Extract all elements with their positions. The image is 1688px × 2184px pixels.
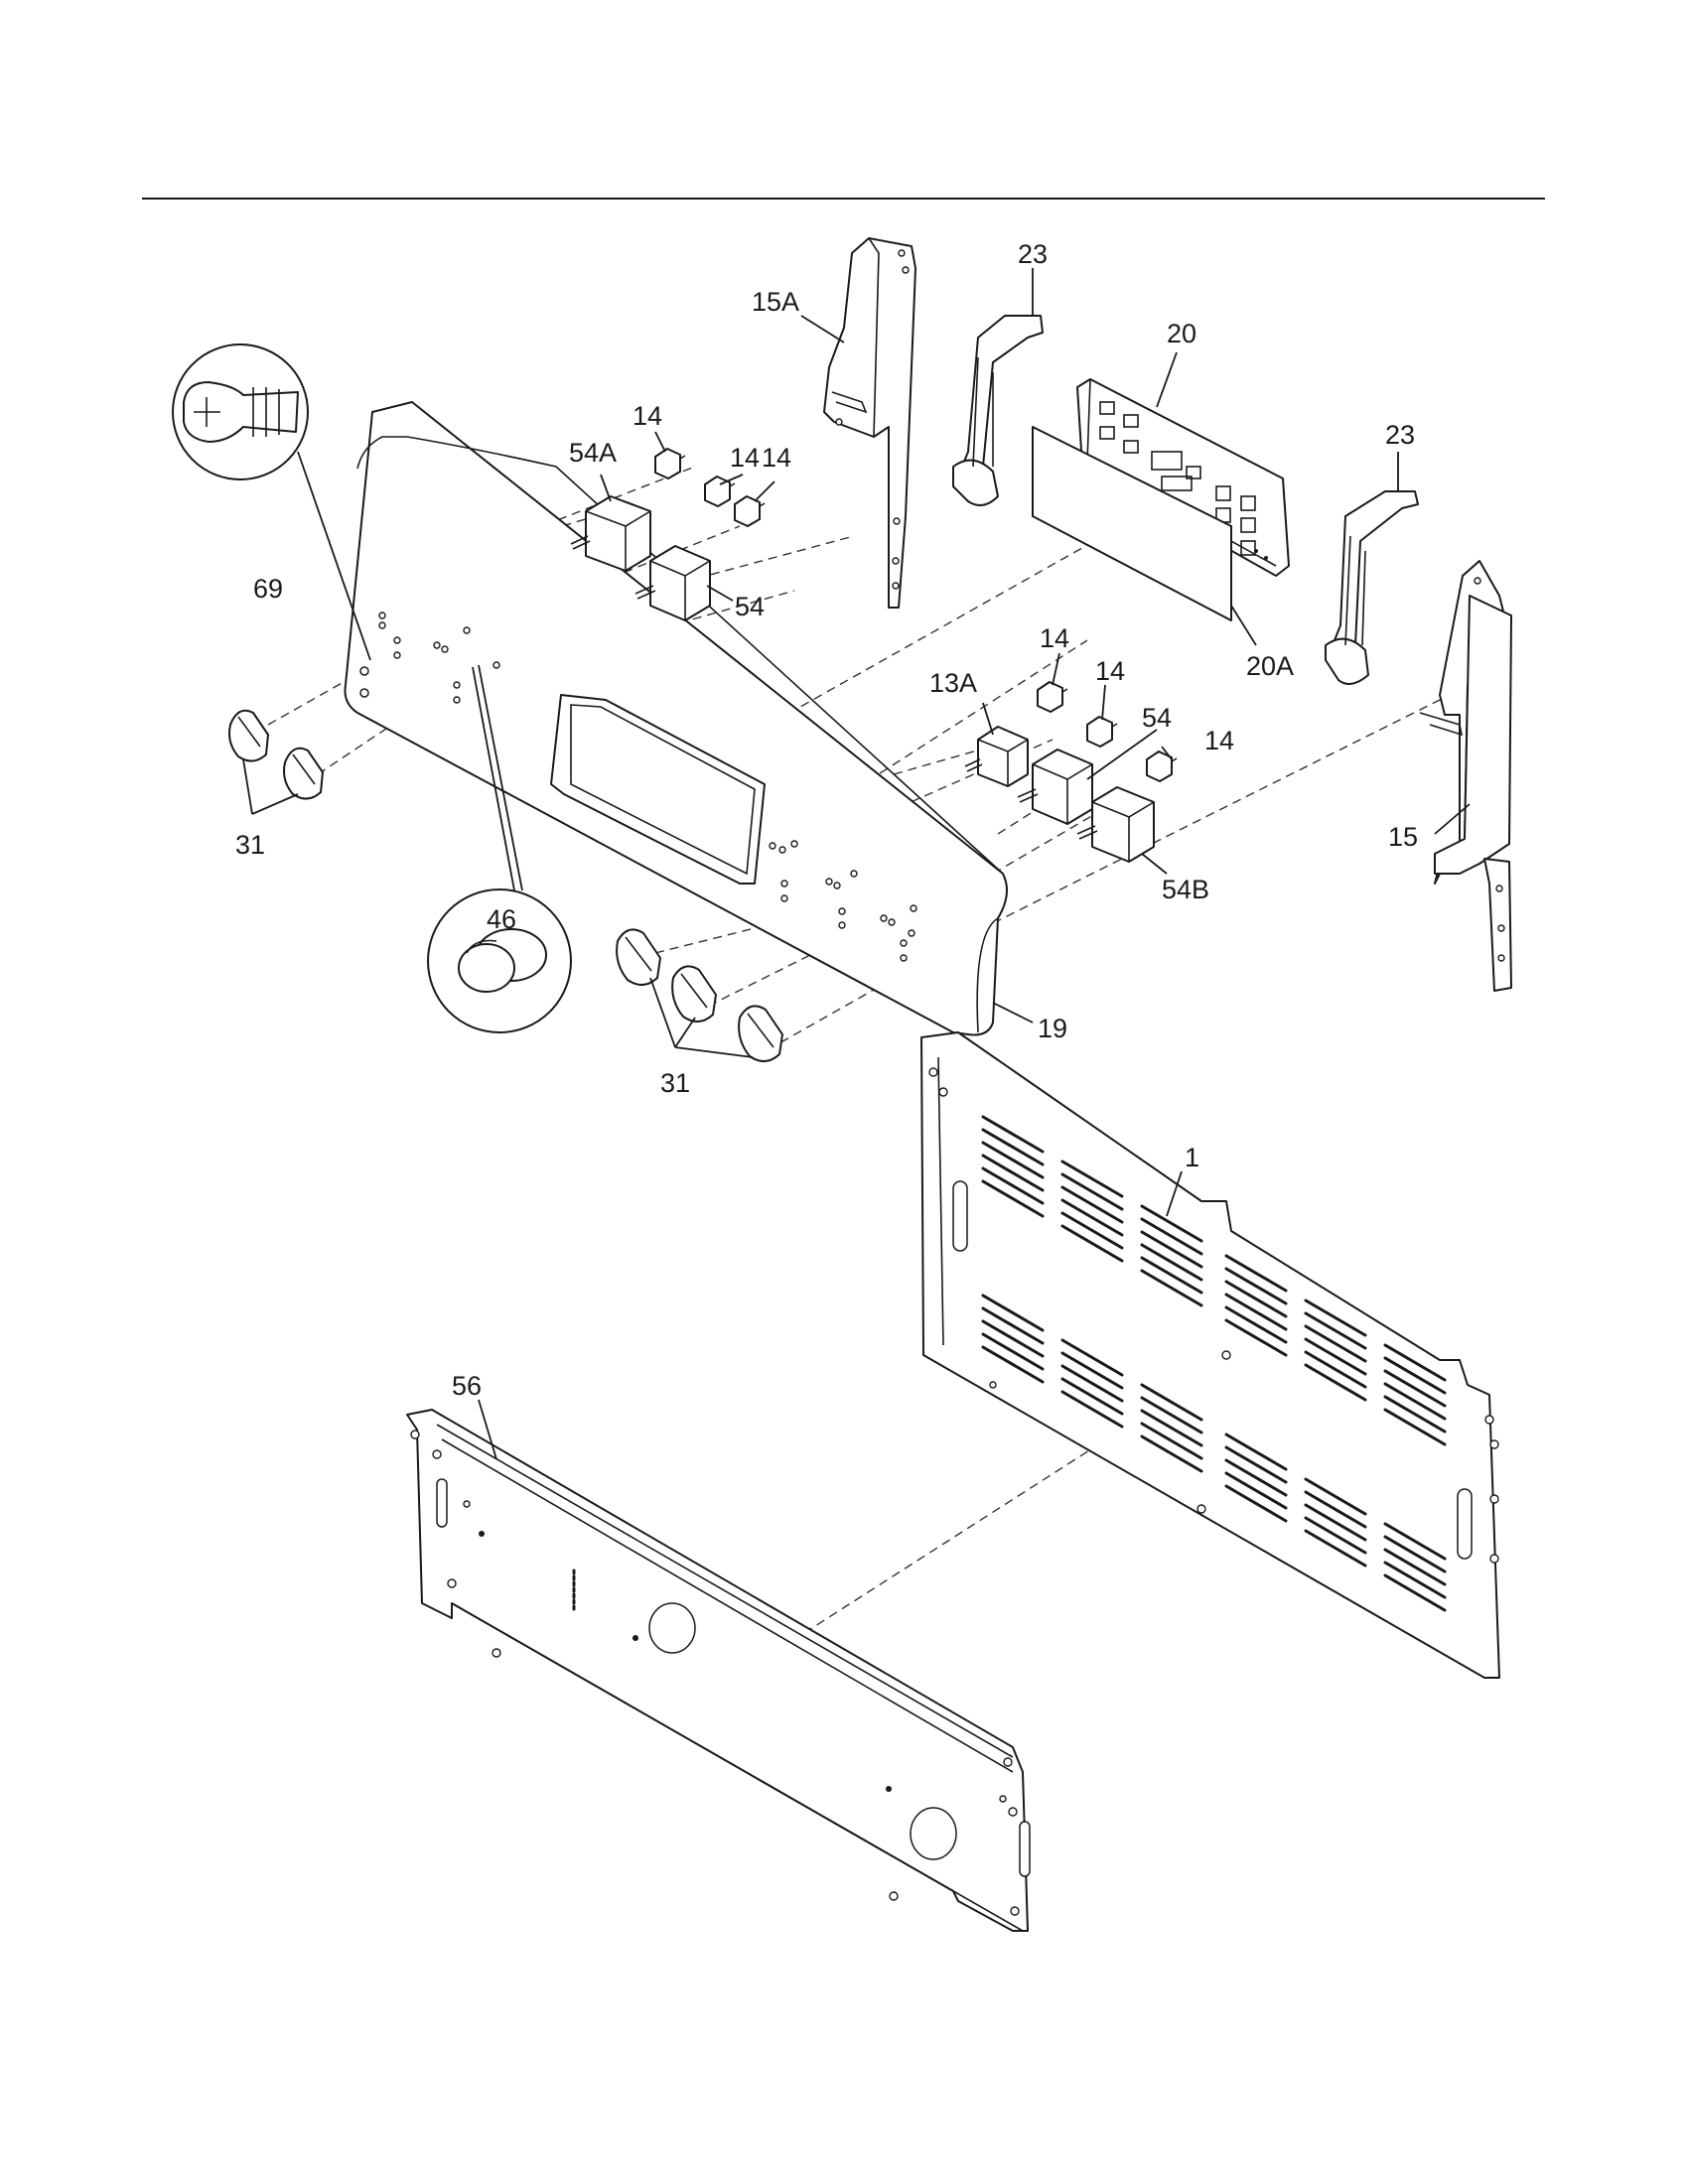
callout-19: 19 (1038, 1014, 1067, 1043)
detail-circle-46 (427, 664, 572, 1033)
trim-bracket-23-right (1325, 490, 1419, 685)
callout-54-left: 54 (735, 592, 765, 621)
indicator-light-14-e (1086, 716, 1118, 748)
leader-lines (242, 268, 1471, 1460)
callout-14-c: 14 (762, 443, 791, 473)
callout-15: 15 (1388, 822, 1418, 852)
callout-13a: 13A (929, 668, 977, 698)
callout-54a: 54A (569, 438, 617, 468)
indicator-light-14-f (1146, 751, 1178, 782)
callout-69: 69 (253, 574, 283, 604)
back-panel-56 (406, 1409, 1031, 1932)
callout-1: 1 (1185, 1143, 1199, 1172)
callout-14-e: 14 (1095, 656, 1125, 686)
overlay-20a (1032, 426, 1232, 621)
callout-14-d: 14 (1040, 623, 1069, 653)
infinite-switch-54b (1076, 786, 1155, 863)
side-bracket-15 (1419, 560, 1512, 992)
callout-23-right: 23 (1385, 420, 1415, 450)
indicator-lights-14 (654, 448, 1178, 782)
callout-46: 46 (487, 904, 516, 934)
callout-54b: 54B (1162, 875, 1209, 904)
back-panel-1 (920, 1031, 1500, 1679)
knobs-31-right (616, 928, 783, 1062)
callout-31-right: 31 (660, 1068, 690, 1098)
trim-bracket-23-left (952, 315, 1044, 506)
callout-23-left: 23 (1018, 239, 1048, 269)
indicator-light-14-d (1037, 681, 1068, 713)
callout-labels: 15A 23 20 23 14 54A 14 14 54 69 20A 14 1… (235, 239, 1418, 1401)
detail-circle-69 (172, 343, 371, 661)
callout-56: 56 (452, 1371, 482, 1401)
side-bracket-15a (823, 237, 916, 609)
control-panel-19 (344, 401, 1008, 1036)
switch-13a (964, 726, 1029, 787)
callout-20a: 20A (1246, 651, 1294, 681)
indicator-light-14-c (734, 495, 766, 527)
callout-14-f: 14 (1204, 726, 1234, 755)
callout-31-left: 31 (235, 830, 265, 860)
callout-14-a: 14 (633, 401, 662, 431)
indicator-light-14-b (704, 476, 736, 507)
infinite-switch-54-right (1017, 749, 1093, 825)
callout-20: 20 (1167, 319, 1196, 348)
infinite-switch-54a (570, 495, 651, 572)
callout-15a: 15A (752, 287, 799, 317)
knobs-31-left (228, 709, 324, 800)
indicator-light-14-a (654, 448, 686, 479)
callout-54-right: 54 (1142, 703, 1172, 733)
infinite-switch-54-left (634, 545, 711, 621)
callout-14-b: 14 (730, 443, 760, 473)
